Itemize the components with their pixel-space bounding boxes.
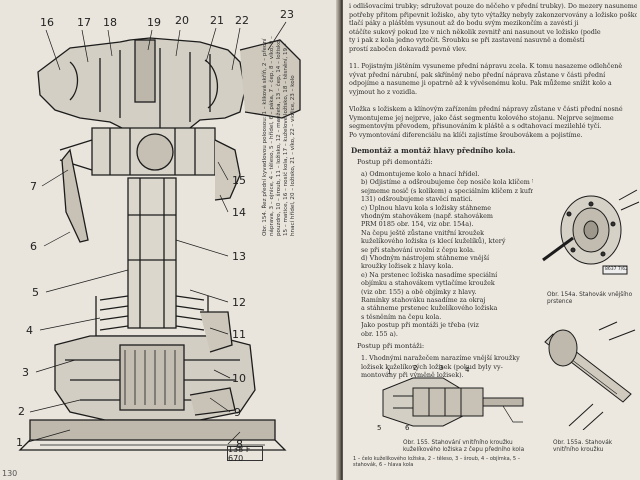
- text-line: vyjmout ho z vozidla.: [349, 88, 418, 96]
- text-line: b) Odjistíme a odšroubujeme čep nosiče k…: [361, 178, 533, 187]
- callout-12: 12: [232, 296, 246, 309]
- text-line: d) Vhodným nástrojem stáhneme vnější: [361, 254, 489, 262]
- callout-20: 20: [175, 14, 189, 27]
- text-line: Jako postup při montáži je třeba (viz: [361, 321, 479, 330]
- text-line: segmentovým převodem, přisunováním k plá…: [349, 122, 602, 131]
- section-title: Demontáž a montáž hlavy předního kola.: [351, 146, 516, 155]
- callout-8: 8: [236, 438, 243, 451]
- fig155-callout-2: 2: [413, 364, 418, 372]
- callout-10: 10: [232, 372, 246, 385]
- text-line: a stáhneme prstenec kuželíkového ložiska: [361, 304, 498, 313]
- figure-154a-tag: 8637 7/62: [605, 267, 628, 272]
- text-line: kroužky ložisek z hlavy kola.: [361, 262, 454, 271]
- figure-155a-caption: Obr. 155a. Stahovák vnitřního kroužku: [553, 440, 613, 454]
- book-gutter: [336, 0, 346, 480]
- text-line: Na čepu ještě zůstane vnitřní kroužek: [361, 228, 485, 237]
- figure-154a-illustration: [542, 189, 640, 275]
- text-line: obr. 155 a).: [361, 329, 398, 338]
- callout-2: 2: [18, 405, 25, 418]
- fig155-callout-4: 4: [465, 366, 470, 374]
- callout-9: 9: [234, 406, 241, 419]
- page-number: 130: [2, 469, 18, 478]
- text-line: vhodným stahovákem (např. stahovákem: [361, 212, 493, 220]
- callout-23: 23: [280, 8, 294, 21]
- callout-13: 13: [232, 250, 246, 263]
- figure-155-illustration: [382, 377, 524, 427]
- callout-4: 4: [26, 324, 33, 337]
- text-line: Po vymontování diferenciálu na klíči zaj…: [349, 131, 583, 139]
- callout-21: 21: [210, 14, 224, 27]
- figure-155-caption-title: Obr. 155. Stahování vnitřního kroužku ku…: [403, 440, 525, 454]
- callout-1: 1: [16, 436, 23, 449]
- left-page: 16 17 18 19 20 21 22 23 1 2 3 4 5 6 7 8 …: [0, 0, 340, 480]
- text-line: a) Odmontujeme kolo a hnací hřídel.: [361, 170, 480, 178]
- text-line: montovány při výměně ložisek).: [361, 371, 464, 380]
- fig155-callout-6: 6: [405, 424, 410, 432]
- right-page: i odlišovacími trubky; sdružovat pouze d…: [343, 0, 640, 480]
- text-line: ty i pak z kola jedno vytočit. Šroubku s…: [349, 36, 585, 45]
- text-line: odpojíme a nasuneme ji opatrně až k vývě…: [349, 79, 612, 88]
- text-line: kuželíkového ložiska (s klecí kuželíků),…: [361, 237, 506, 246]
- callout-6: 6: [30, 240, 37, 253]
- callout-18: 18: [103, 16, 117, 29]
- figure-155-caption-text: 1 – čelo kuželíkového ložiska, 2 – těles…: [353, 456, 521, 468]
- callout-3: 3: [22, 366, 29, 379]
- callout-7: 7: [30, 180, 37, 193]
- text-line: 11. Pojistným jištěním vysuneme přední n…: [349, 62, 623, 71]
- callout-15: 15: [232, 174, 246, 187]
- callout-5: 5: [32, 286, 39, 299]
- text-line: objímku a stahovákem vytlačíme kroužek: [361, 279, 495, 288]
- text-line: Vložka s ložiskem a klínovým zařízením p…: [349, 105, 623, 114]
- text-line: vývat přední nárubní, pak skříněný nebo …: [349, 70, 606, 79]
- text-line: i odlišovacími trubky; sdružovat pouze d…: [349, 2, 637, 10]
- callout-19: 19: [147, 16, 161, 29]
- text-line: se při stahování uvolní z čepu kola.: [361, 245, 475, 254]
- callout-14: 14: [232, 206, 246, 219]
- text-line: prostí zabočen dokavadž pevně vlev.: [349, 45, 467, 53]
- text-line: c) Úplnou hlavu kola s ložisky stáhneme: [361, 203, 491, 212]
- text-line: Vymontujeme jej nejprve, jako část segme…: [349, 113, 614, 122]
- disassembly-title: Postup při demontáži:: [357, 158, 433, 166]
- callout-16: 16: [40, 16, 54, 29]
- text-line: e) Na prstenec ložiska nasadíme speciáln…: [361, 270, 498, 279]
- text-line: potřeby přitom připevnit ložisko, aby ty…: [349, 10, 637, 19]
- callout-17: 17: [77, 16, 91, 29]
- text-line: ložisek kuželíkových ložisek (pokud byly…: [361, 362, 503, 371]
- callout-11: 11: [232, 328, 246, 341]
- callout-22: 22: [235, 14, 249, 27]
- fig155-callout-3: 3: [439, 364, 444, 372]
- text-line: Ramínky stahováku nasadíme za okraj: [361, 296, 486, 304]
- text-line: sejmeme nosič (s kolíkem) a speciálním k…: [361, 186, 533, 195]
- text-line: 1. Vhodnými naražečem narazíme vnější kr…: [361, 354, 520, 362]
- figure-154-caption: Obr. 154. Řez přední kyvadlovou poloosou…: [262, 35, 296, 236]
- fig155-callout-1: 1: [387, 368, 392, 376]
- text-line: 131) odšroubujeme stavěcí matici.: [361, 195, 473, 204]
- cross-section-drawing: [18, 21, 301, 451]
- figure-154a-caption: Obr. 154a. Stahovák vnějšího prstence: [547, 292, 633, 306]
- text-line: (viz obr. 155) a obě objímky z hlavy.: [361, 287, 477, 296]
- drawing-stamp: 138 F 670: [227, 445, 263, 463]
- figure-155a-illustration: [544, 321, 636, 430]
- text-line: otáčíte sukový pokud lze v nich několik …: [349, 27, 601, 36]
- text-line: tlačí páky a pláštěm vysunout až do bodu…: [349, 19, 579, 28]
- assembly-title: Postup při montáži:: [357, 342, 425, 350]
- text-line: s těsněním na čepu kola.: [361, 312, 442, 321]
- text-line: PRM 0185 obr. 154, viz obr. 154a).: [361, 220, 474, 229]
- fig155-callout-5: 5: [377, 424, 382, 432]
